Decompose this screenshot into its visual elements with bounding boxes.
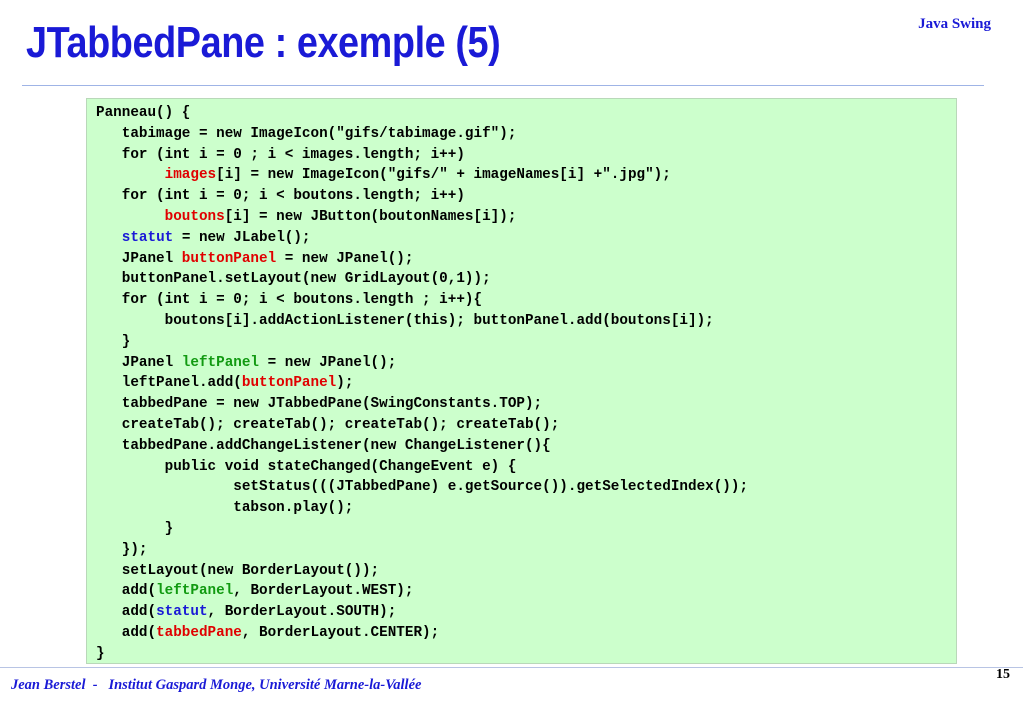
code-line: tabbedPane.addChangeListener(new ChangeL… xyxy=(96,436,956,457)
code-text: , BorderLayout.SOUTH); xyxy=(207,604,397,621)
code-line: Panneau() { xyxy=(96,103,956,124)
code-text: for (int i = 0 ; i < images.length; i++) xyxy=(96,146,465,163)
code-text: boutons[i].addActionListener(this); butt… xyxy=(96,312,714,329)
code-text: for (int i = 0; i < boutons.length ; i++… xyxy=(96,292,483,309)
code-text: , BorderLayout.CENTER); xyxy=(241,624,440,641)
code-text: for (int i = 0; i < boutons.length; i++) xyxy=(96,188,465,205)
footer-credit: Jean Berstel - Institut Gaspard Monge, U… xyxy=(11,677,422,693)
code-line: createTab(); createTab(); createTab(); c… xyxy=(96,415,956,436)
code-line: statut = new JLabel(); xyxy=(96,228,956,249)
code-text: buttonPanel.setLayout(new GridLayout(0,1… xyxy=(96,271,491,288)
code-line: } xyxy=(96,519,956,540)
code-text: tabson.play(); xyxy=(96,500,354,517)
code-line: boutons[i] = new JButton(boutonNames[i])… xyxy=(96,207,956,228)
code-line: add(tabbedPane, BorderLayout.CENTER); xyxy=(96,623,956,644)
code-text: JPanel xyxy=(96,354,182,371)
code-text xyxy=(96,167,165,183)
code-text xyxy=(96,209,165,225)
code-text xyxy=(96,230,122,246)
highlighted-identifier: statut xyxy=(156,604,208,621)
code-line: leftPanel.add(buttonPanel); xyxy=(96,373,956,394)
code-text: , BorderLayout.WEST); xyxy=(233,583,414,600)
code-text: leftPanel.add( xyxy=(96,375,242,392)
page-number: 15 xyxy=(996,667,1010,682)
code-text: } xyxy=(96,333,131,350)
code-text: setLayout(new BorderLayout()); xyxy=(96,562,380,579)
code-line: tabimage = new ImageIcon("gifs/tabimage.… xyxy=(96,124,956,145)
code-line: images[i] = new ImageIcon("gifs/" + imag… xyxy=(96,165,956,186)
course-topic: Java Swing xyxy=(918,16,991,32)
code-text: } xyxy=(96,520,174,537)
code-text: public void stateChanged(ChangeEvent e) … xyxy=(96,458,517,475)
highlighted-identifier: buttonPanel xyxy=(181,250,277,267)
highlighted-identifier: buttonPanel xyxy=(241,375,337,392)
code-text: setStatus(((JTabbedPane) e.getSource()).… xyxy=(96,479,749,496)
code-text: tabimage = new ImageIcon("gifs/tabimage.… xyxy=(96,125,517,142)
code-text: add( xyxy=(96,604,157,621)
code-line: public void stateChanged(ChangeEvent e) … xyxy=(96,457,956,478)
code-line: for (int i = 0; i < boutons.length; i++) xyxy=(96,186,956,207)
code-text: Panneau() { xyxy=(96,105,191,121)
code-line: add(leftPanel, BorderLayout.WEST); xyxy=(96,581,956,602)
code-text: add( xyxy=(96,624,157,641)
code-line: JPanel buttonPanel = new JPanel(); xyxy=(96,249,956,270)
code-text: = new JPanel(); xyxy=(276,250,414,267)
code-line: buttonPanel.setLayout(new GridLayout(0,1… xyxy=(96,269,956,290)
code-text: createTab(); createTab(); createTab(); c… xyxy=(96,416,560,433)
slide-title: JTabbedPane : exemple (5) xyxy=(26,18,501,67)
code-text: add( xyxy=(96,583,157,600)
code-line: }); xyxy=(96,540,956,561)
footer-divider xyxy=(0,667,1023,668)
highlighted-identifier: tabbedPane xyxy=(156,624,242,641)
highlighted-identifier: statut xyxy=(121,229,174,246)
title-divider xyxy=(22,85,984,86)
code-text: } xyxy=(96,645,105,662)
code-listing: Panneau() { tabimage = new ImageIcon("gi… xyxy=(87,99,956,665)
code-text: [i] = new ImageIcon("gifs/" + imageNames… xyxy=(216,167,671,184)
highlighted-identifier: boutons xyxy=(164,208,225,225)
code-block: Panneau() { tabimage = new ImageIcon("gi… xyxy=(86,98,957,664)
code-line: JPanel leftPanel = new JPanel(); xyxy=(96,353,956,374)
code-line: } xyxy=(96,332,956,353)
code-text: = new JLabel(); xyxy=(173,229,311,246)
code-text: [i] = new JButton(boutonNames[i]); xyxy=(224,208,517,225)
code-text: tabbedPane.addChangeListener(new ChangeL… xyxy=(96,437,551,454)
code-line: for (int i = 0 ; i < images.length; i++) xyxy=(96,145,956,166)
code-text: tabbedPane = new JTabbedPane(SwingConsta… xyxy=(96,396,543,413)
code-line: } xyxy=(96,644,956,665)
highlighted-identifier: images xyxy=(164,167,217,184)
code-line: setLayout(new BorderLayout()); xyxy=(96,561,956,582)
highlighted-identifier: leftPanel xyxy=(156,583,234,600)
code-text: JPanel xyxy=(96,250,182,267)
code-line: tabbedPane = new JTabbedPane(SwingConsta… xyxy=(96,394,956,415)
code-text: ); xyxy=(336,375,354,392)
code-line: setStatus(((JTabbedPane) e.getSource()).… xyxy=(96,477,956,498)
code-line: boutons[i].addActionListener(this); butt… xyxy=(96,311,956,332)
code-text: = new JPanel(); xyxy=(259,354,397,371)
code-line: for (int i = 0; i < boutons.length ; i++… xyxy=(96,290,956,311)
highlighted-identifier: leftPanel xyxy=(181,354,260,371)
code-text: }); xyxy=(96,541,148,558)
code-line: tabson.play(); xyxy=(96,498,956,519)
code-line: add(statut, BorderLayout.SOUTH); xyxy=(96,602,956,623)
